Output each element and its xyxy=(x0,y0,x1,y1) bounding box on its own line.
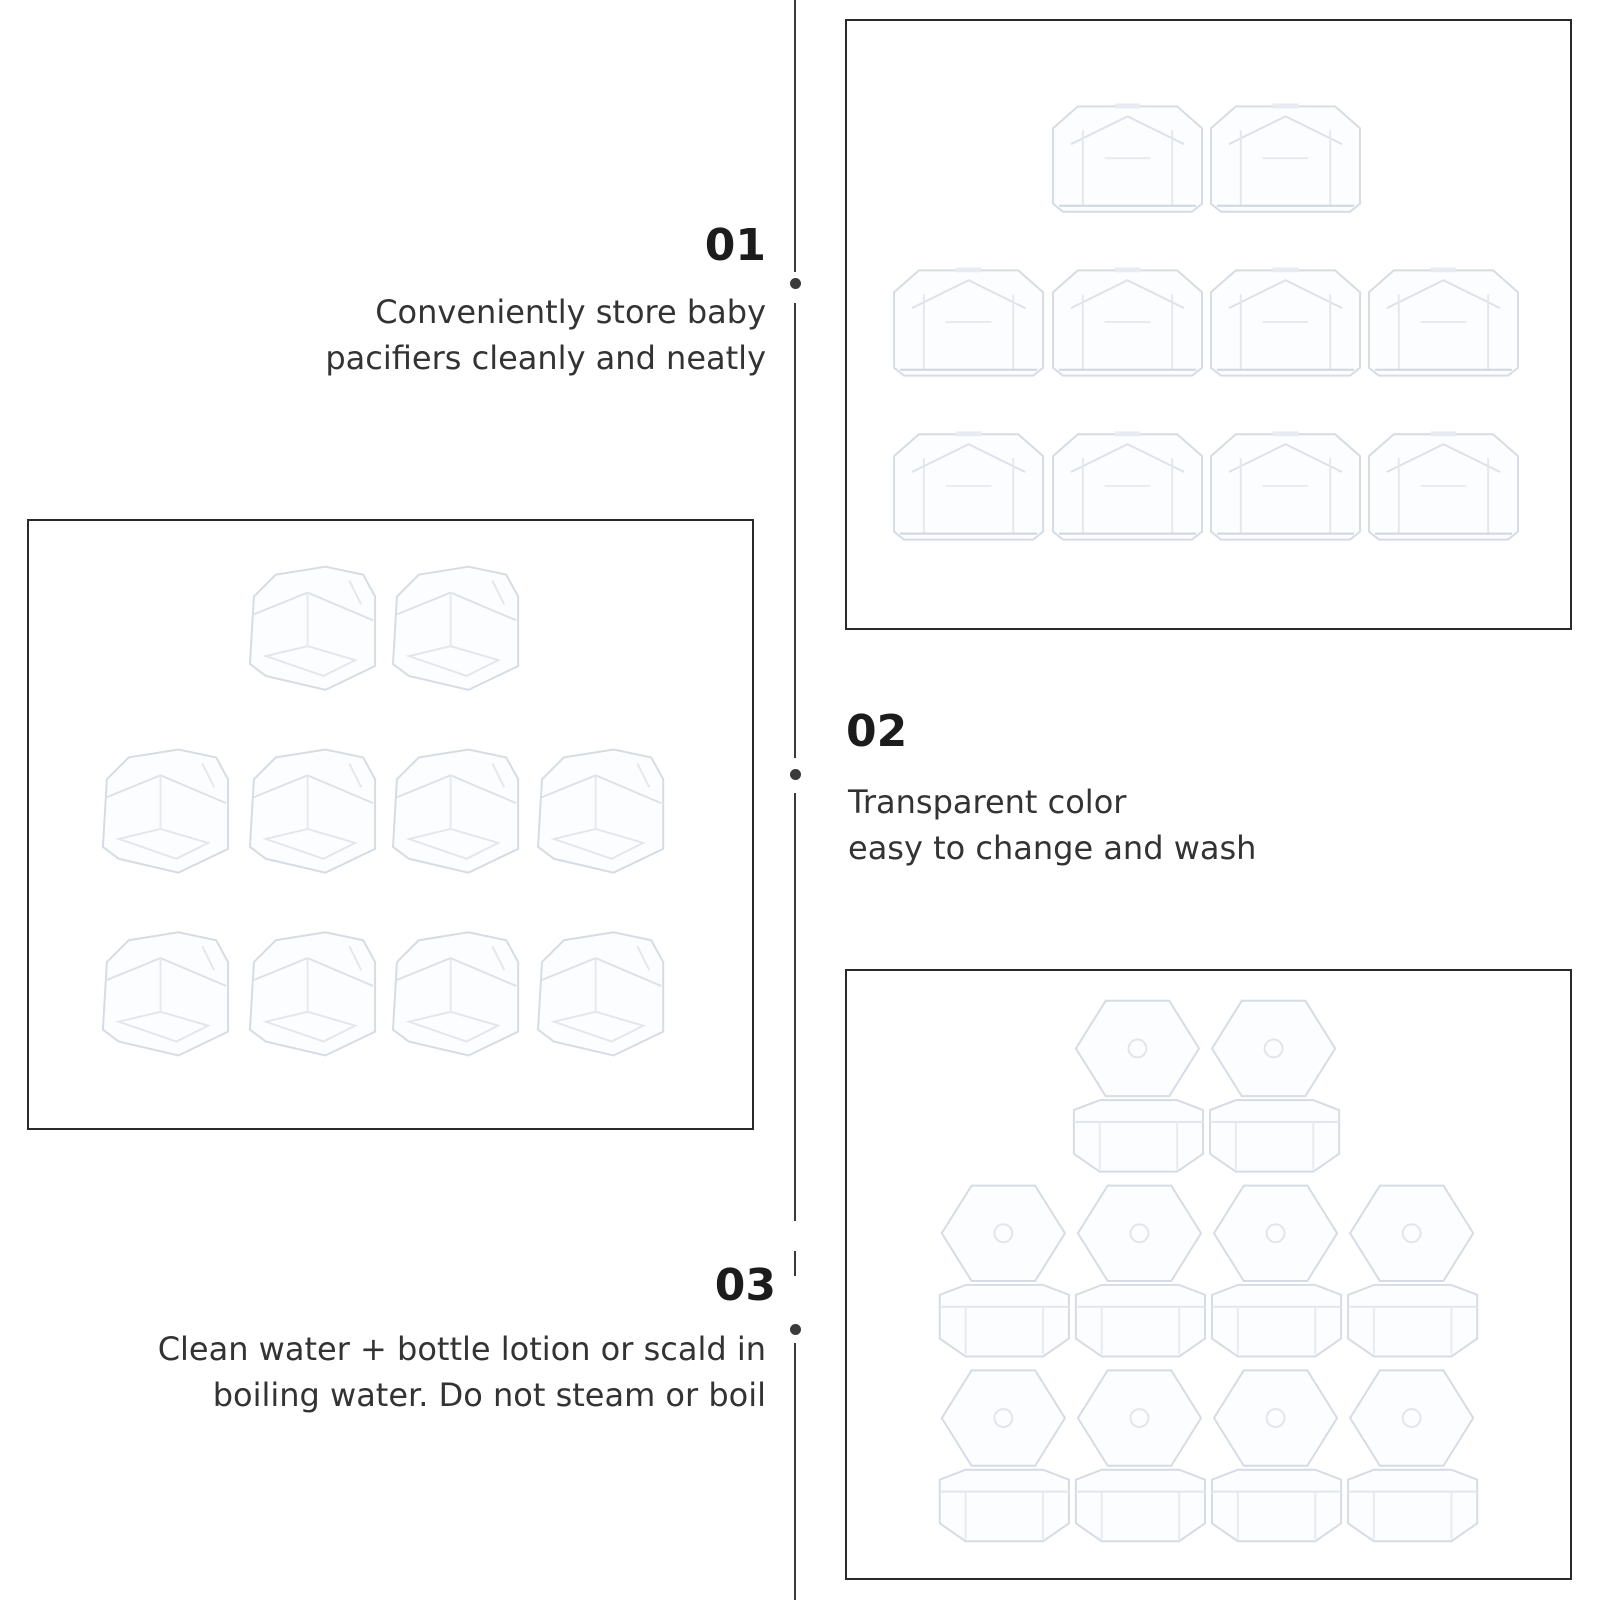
section-description-02: Transparent color easy to change and was… xyxy=(848,779,1548,871)
description-line: Clean water + bottle lotion or scald in xyxy=(157,1330,766,1368)
product-photo-angled-view xyxy=(27,519,754,1130)
open-view-cases xyxy=(938,999,1479,1543)
description-line: Conveniently store baby xyxy=(375,293,766,331)
section-number-03: 03 xyxy=(714,1260,776,1311)
timeline-line-upper xyxy=(794,303,796,758)
description-line: pacifiers cleanly and neatly xyxy=(325,339,766,377)
timeline-dot-02 xyxy=(790,769,801,780)
section-description-01: Conveniently store baby pacifiers cleanl… xyxy=(200,289,766,381)
description-line: easy to change and wash xyxy=(848,829,1257,867)
front-view-cases xyxy=(893,102,1519,541)
description-line: boiling water. Do not steam or boil xyxy=(212,1376,766,1414)
product-photo-open-view xyxy=(845,969,1572,1580)
angled-view-cases xyxy=(101,565,665,1057)
timeline-line-bottom xyxy=(794,1343,796,1600)
section-number-02: 02 xyxy=(846,706,908,757)
timeline-line-lower xyxy=(794,1251,796,1276)
timeline-dot-03 xyxy=(790,1324,801,1335)
product-photo-front-view xyxy=(845,19,1572,630)
section-number-01: 01 xyxy=(704,220,766,271)
description-line: Transparent color xyxy=(848,783,1127,821)
section-description-03: Clean water + bottle lotion or scald in … xyxy=(100,1326,766,1418)
timeline-line-top xyxy=(794,0,796,272)
timeline-line-middle xyxy=(794,793,796,1221)
timeline-dot-01 xyxy=(790,278,801,289)
